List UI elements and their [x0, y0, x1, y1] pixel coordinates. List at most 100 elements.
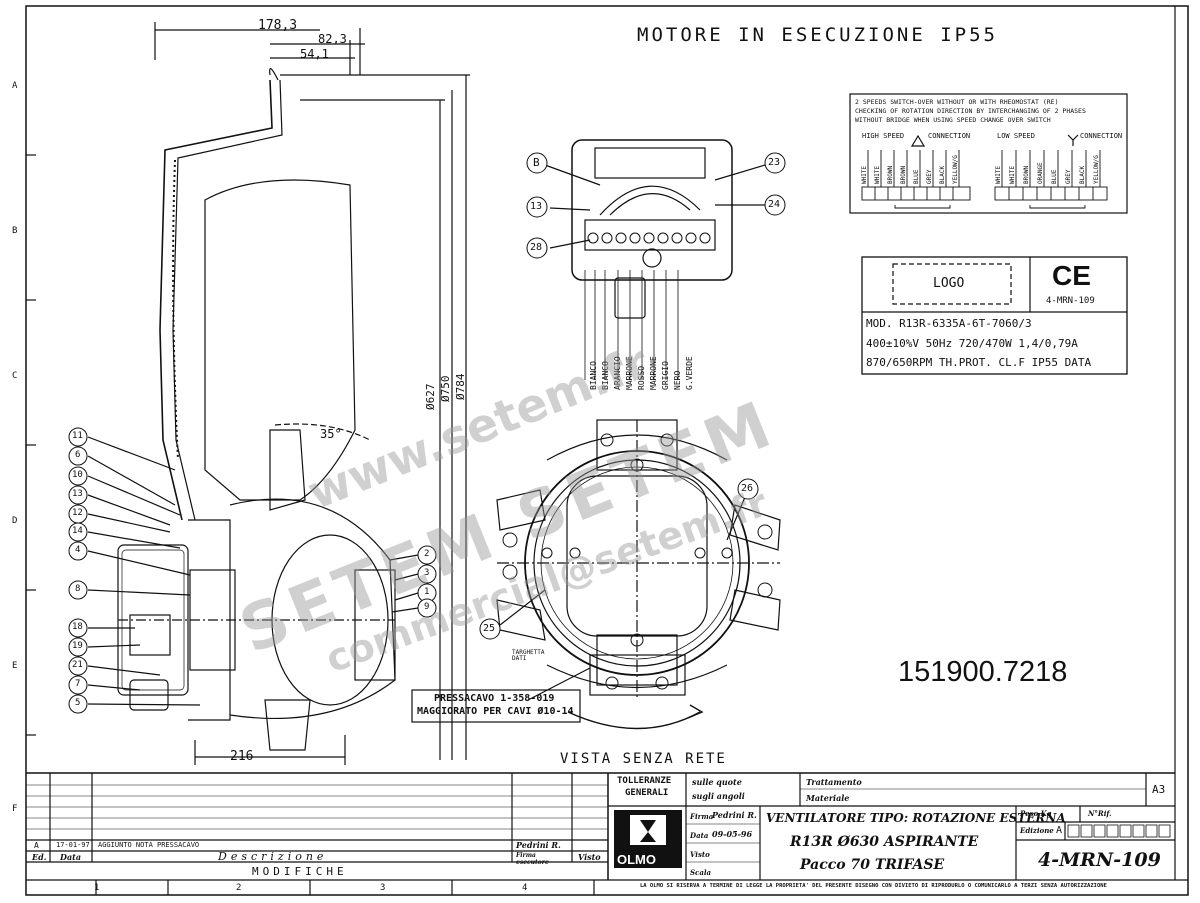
- tb-legal-notice: LA OLMO SI RISERVA A TERMINE DI LEGGE LA…: [640, 883, 1107, 889]
- dim-178-3: 178,3: [258, 18, 298, 33]
- callout-11: 11: [72, 431, 83, 441]
- low-wire-label: WHITE: [995, 165, 1002, 184]
- low-wire-label: YELLOW/G: [1093, 155, 1100, 184]
- dim-54-1: 54,1: [300, 47, 329, 61]
- nameplate-logo: LOGO: [933, 276, 965, 291]
- low-wire-label: BLUE: [1051, 169, 1058, 184]
- high-wire-label: BROWN: [900, 165, 907, 184]
- tb-firma-label: Firma: [690, 812, 714, 821]
- callout-18: 18: [72, 622, 83, 632]
- high-wire-label: BLUE: [913, 169, 920, 184]
- callout-10: 10: [72, 470, 83, 480]
- tb-firma-value: Pedrini R.: [712, 810, 757, 820]
- callout-24: 24: [768, 199, 781, 210]
- tb-sugli-angoli: sugli angoli: [692, 791, 745, 801]
- callout-2: 2: [424, 549, 430, 559]
- nameplate-label-small: TARGHETTA DATI: [512, 649, 545, 662]
- dim-82-3: 82,3: [318, 32, 347, 46]
- dim-dia-784: Ø784: [454, 373, 467, 401]
- callout-B: B: [533, 156, 540, 169]
- rev-by: Pedrini R.: [516, 840, 561, 850]
- col-visto: Visto: [578, 852, 601, 862]
- frame-row-B: B: [12, 226, 18, 236]
- dim-dia-750: Ø750: [439, 375, 452, 403]
- col-data: Data: [60, 852, 81, 862]
- tb-n-rif: N°Rif.: [1088, 809, 1112, 818]
- low-speed-connection: CONNECTION: [1080, 132, 1123, 140]
- dim-dia-627: Ø627: [424, 383, 437, 411]
- callout-7: 7: [75, 679, 81, 689]
- tb-data-value: 09-05-96: [712, 829, 753, 839]
- frame-border: [25, 5, 1189, 896]
- col-firma: Firma esecutore: [516, 852, 549, 866]
- tb-description-3: Pacco 70 TRIFASE: [800, 857, 945, 873]
- part-number: 151900.7218: [898, 656, 1068, 688]
- callout-13b: 13: [530, 201, 543, 212]
- nameplate-code: 4-MRN-109: [1046, 296, 1095, 306]
- tb-scala-label: Scala: [690, 868, 712, 877]
- tb-sulle-quote: sulle quote: [692, 777, 742, 787]
- dim-216: 216: [230, 749, 254, 764]
- low-wire-label: GREY: [1065, 169, 1072, 184]
- callout-9: 9: [424, 602, 430, 612]
- high-speed-label: HIGH SPEED: [862, 132, 905, 140]
- low-speed-label: LOW SPEED: [997, 132, 1035, 140]
- frame-col-3: 3: [380, 883, 386, 893]
- frame-row-C: C: [12, 371, 18, 381]
- frame-row-A: A: [12, 81, 18, 91]
- callout-13: 13: [72, 489, 83, 499]
- angle-35: 35°: [320, 427, 342, 441]
- tb-materiale: Materiale: [806, 793, 850, 803]
- high-wire-label: WHITE: [861, 165, 868, 184]
- tb-description-1: VENTILATORE TIPO: ROTAZIONE ESTERNA: [766, 811, 1066, 825]
- drawing-title: MOTORE IN ESECUZIONE IP55: [637, 24, 998, 46]
- low-wire-label: BLACK: [1079, 165, 1086, 184]
- callout-5: 5: [75, 698, 81, 708]
- conn-note-3: WITHOUT BRIDGE WHEN USING SPEED CHANGE O…: [855, 116, 1051, 124]
- frame-row-F: F: [12, 804, 18, 814]
- wire-label: GRIGIO: [661, 361, 670, 390]
- high-wire-label: YELLOW/G: [952, 155, 959, 184]
- frame-row-E: E: [12, 661, 18, 671]
- tb-edizione: Edizione: [1020, 826, 1054, 835]
- low-wire-label: BROWN: [1023, 165, 1030, 184]
- frame-row-D: D: [12, 516, 18, 526]
- callout-1: 1: [424, 587, 430, 597]
- conn-note-1: 2 SPEEDS SWITCH-OVER WITHOUT OR WITH RHE…: [855, 98, 1059, 106]
- callout-23: 23: [768, 157, 781, 168]
- callout-26: 26: [741, 483, 754, 494]
- low-wire-label: ORANGE: [1037, 162, 1044, 184]
- high-wire-label: BLACK: [939, 165, 946, 184]
- rev-date: 17-01-97: [56, 841, 90, 849]
- col-ed: Ed.: [32, 852, 47, 862]
- frame-col-4: 4: [522, 883, 528, 893]
- callout-6: 6: [75, 450, 81, 460]
- callout-21: 21: [72, 660, 83, 670]
- wire-label: NERO: [673, 370, 682, 390]
- nameplate-model: MOD. R13R-6335A-6T-7060/3: [866, 317, 1032, 330]
- callout-4: 4: [75, 545, 81, 555]
- frame-col-2: 2: [236, 883, 242, 893]
- conn-note-2: CHECKING OF ROTATION DIRECTION BY INTERC…: [855, 107, 1086, 115]
- nameplate-speed: 870/650RPM TH.PROT. CL.F IP55 DATA: [866, 356, 1092, 369]
- high-wire-label: WHITE: [874, 165, 881, 184]
- tb-generali: GENERALI: [625, 788, 669, 798]
- high-wire-label: GREY: [926, 169, 933, 184]
- low-wire-label: WHITE: [1009, 165, 1016, 184]
- high-wire-label: BROWN: [887, 165, 894, 184]
- tb-visto-label: Visto: [690, 850, 710, 859]
- nameplate-electrical: 400±10%V 50Hz 720/470W 1,4/0,79A: [866, 337, 1078, 350]
- pressacavo-note-1: PRESSACAVO 1-358-019: [434, 693, 555, 704]
- callout-12: 12: [72, 508, 83, 518]
- rev-description: AGGIUNTO NOTA PRESSACAVO: [98, 841, 200, 849]
- col-descrizione: Descrizione: [218, 850, 328, 863]
- tb-description-2: R13R Ø630 ASPIRANTE: [790, 834, 979, 850]
- callout-19: 19: [72, 641, 83, 651]
- frame-col-1: 1: [94, 883, 100, 893]
- callout-3: 3: [424, 568, 430, 578]
- olmo-logo-text: OLMO: [617, 852, 656, 867]
- high-speed-connection: CONNECTION: [928, 132, 971, 140]
- tb-tolleranze: TOLLERANZE: [617, 776, 672, 786]
